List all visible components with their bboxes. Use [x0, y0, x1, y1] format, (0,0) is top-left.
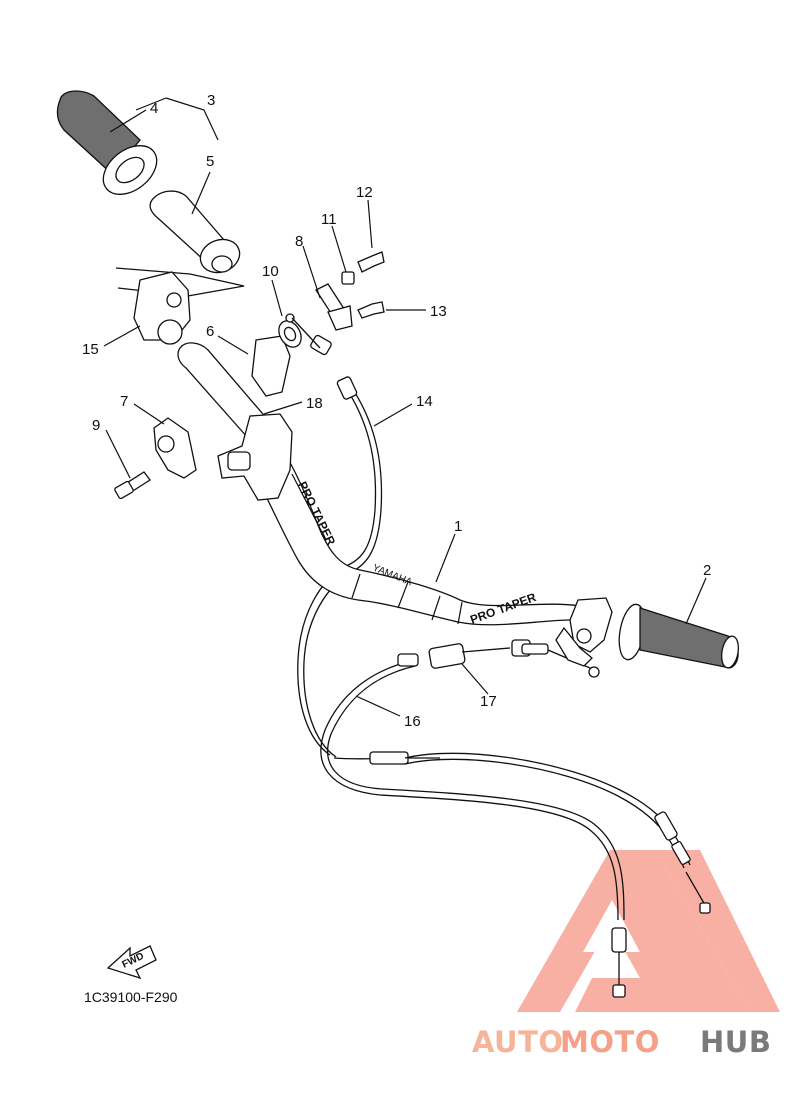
callout-12: 12 — [356, 184, 373, 201]
callout-2: 2 — [703, 562, 711, 579]
callout-18: 18 — [306, 395, 323, 412]
drawing-code: 1C39100-F290 — [84, 989, 178, 1005]
leader-lines — [103, 109, 707, 717]
right-grip-assembly — [555, 597, 740, 669]
callout-1: 1 — [454, 518, 462, 535]
callout-17: 17 — [480, 693, 497, 710]
left-grip-assembly — [56, 90, 245, 297]
callout-8: 8 — [295, 233, 303, 250]
callout-10: 10 — [262, 263, 279, 280]
watermark-moto: MOTO — [560, 1025, 660, 1059]
watermark-auto: AUTO — [472, 1025, 564, 1059]
callout-3: 3 — [207, 92, 215, 109]
clutch-cable — [320, 639, 627, 998]
callout-5: 5 — [206, 153, 214, 170]
callout-numbers: 1 2 3 4 5 6 7 8 9 10 11 12 13 14 15 16 1… — [82, 92, 711, 730]
callout-7: 7 — [120, 393, 128, 410]
fwd-arrow: FWD — [106, 945, 157, 980]
callout-11: 11 — [321, 211, 337, 228]
callout-14: 14 — [416, 393, 433, 410]
callout-6: 6 — [206, 323, 214, 340]
callout-9: 9 — [92, 417, 100, 434]
callout-16: 16 — [404, 713, 421, 730]
callout-4: 4 — [150, 100, 158, 117]
callout-13: 13 — [430, 303, 447, 320]
watermark-hub: HUB — [700, 1025, 771, 1059]
callout-15: 15 — [82, 341, 99, 358]
handlebar: PRO TAPER YAMAHA PRO TAPER — [241, 427, 592, 627]
small-parts — [278, 251, 385, 349]
throttle-housing — [114, 271, 293, 501]
watermark-logo — [517, 850, 780, 1012]
watermark-text: AUTO MOTO HUB — [472, 1025, 771, 1059]
